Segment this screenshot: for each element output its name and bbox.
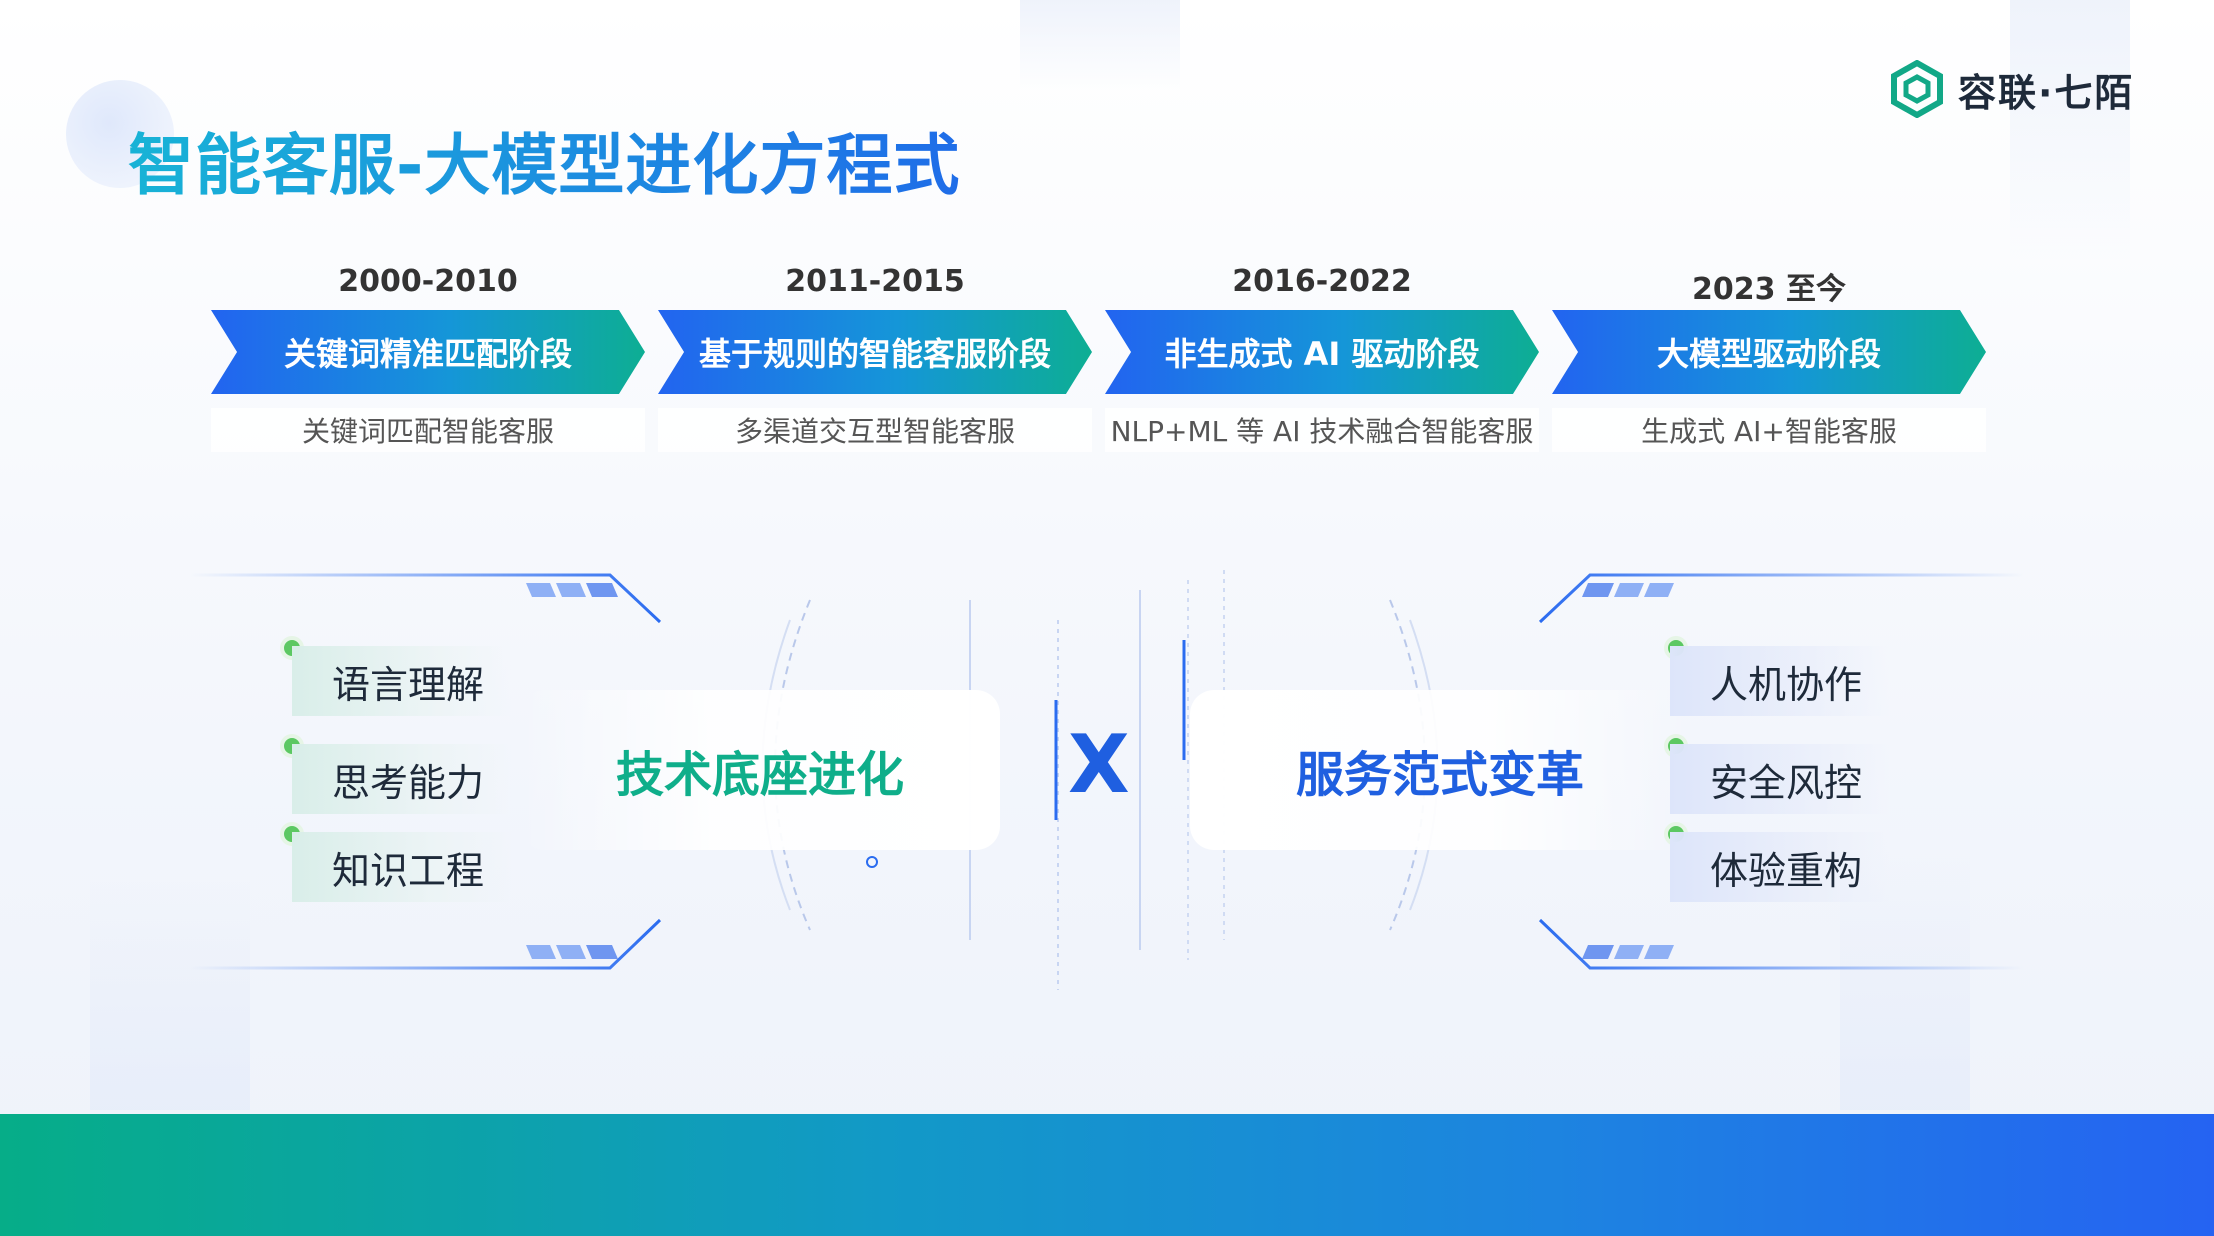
brand-name: 容联·七陌: [1958, 70, 2135, 115]
left-item-2: 思考能力: [292, 744, 512, 814]
stage-desc: 生成式 AI+智能客服: [1552, 408, 1986, 452]
service-paradigm-title: 服务范式变革: [1190, 690, 1690, 850]
stage-arrow: 基于规则的智能客服阶段: [658, 310, 1092, 394]
stage-desc: NLP+ML 等 AI 技术融合智能客服: [1105, 408, 1539, 452]
footer-gradient-bar: [0, 1114, 2214, 1236]
multiply-operator: X: [1068, 718, 1130, 811]
hexagon-logo-icon: [1891, 60, 1943, 118]
right-item-3: 体验重构: [1670, 832, 1890, 902]
decorative-circle: [66, 80, 174, 188]
stage-name: 非生成式 AI 驱动阶段: [1164, 335, 1480, 373]
stage-name: 大模型驱动阶段: [1656, 335, 1881, 373]
stage-year: 2000-2010: [338, 264, 518, 299]
right-item-1: 人机协作: [1670, 646, 1890, 716]
brand-logo: 容联·七陌: [1890, 60, 2134, 118]
stage-name: 基于规则的智能客服阶段: [698, 335, 1051, 373]
stage-arrow: 大模型驱动阶段: [1552, 310, 1986, 394]
stage-desc: 多渠道交互型智能客服: [658, 408, 1092, 452]
page-title: 智能客服-大模型进化方程式: [128, 112, 960, 208]
stage-name: 关键词精准匹配阶段: [283, 335, 572, 373]
stage-year: 2023 至今: [1692, 272, 1846, 307]
right-item-2: 安全风控: [1670, 744, 1890, 814]
left-item-1: 语言理解: [292, 646, 512, 716]
stage-desc: 关键词匹配智能客服: [211, 408, 645, 452]
tech-foundation-title: 技术底座进化: [520, 690, 1000, 850]
decorative-block: [2010, 0, 2130, 260]
stage-arrow: 关键词精准匹配阶段: [211, 310, 645, 394]
left-item-3: 知识工程: [292, 832, 512, 902]
decorative-block: [90, 880, 250, 1110]
stage-arrow: 非生成式 AI 驱动阶段: [1105, 310, 1539, 394]
stage-year: 2016-2022: [1232, 264, 1412, 299]
stage-year: 2011-2015: [785, 264, 965, 299]
decorative-block: [1020, 0, 1180, 90]
